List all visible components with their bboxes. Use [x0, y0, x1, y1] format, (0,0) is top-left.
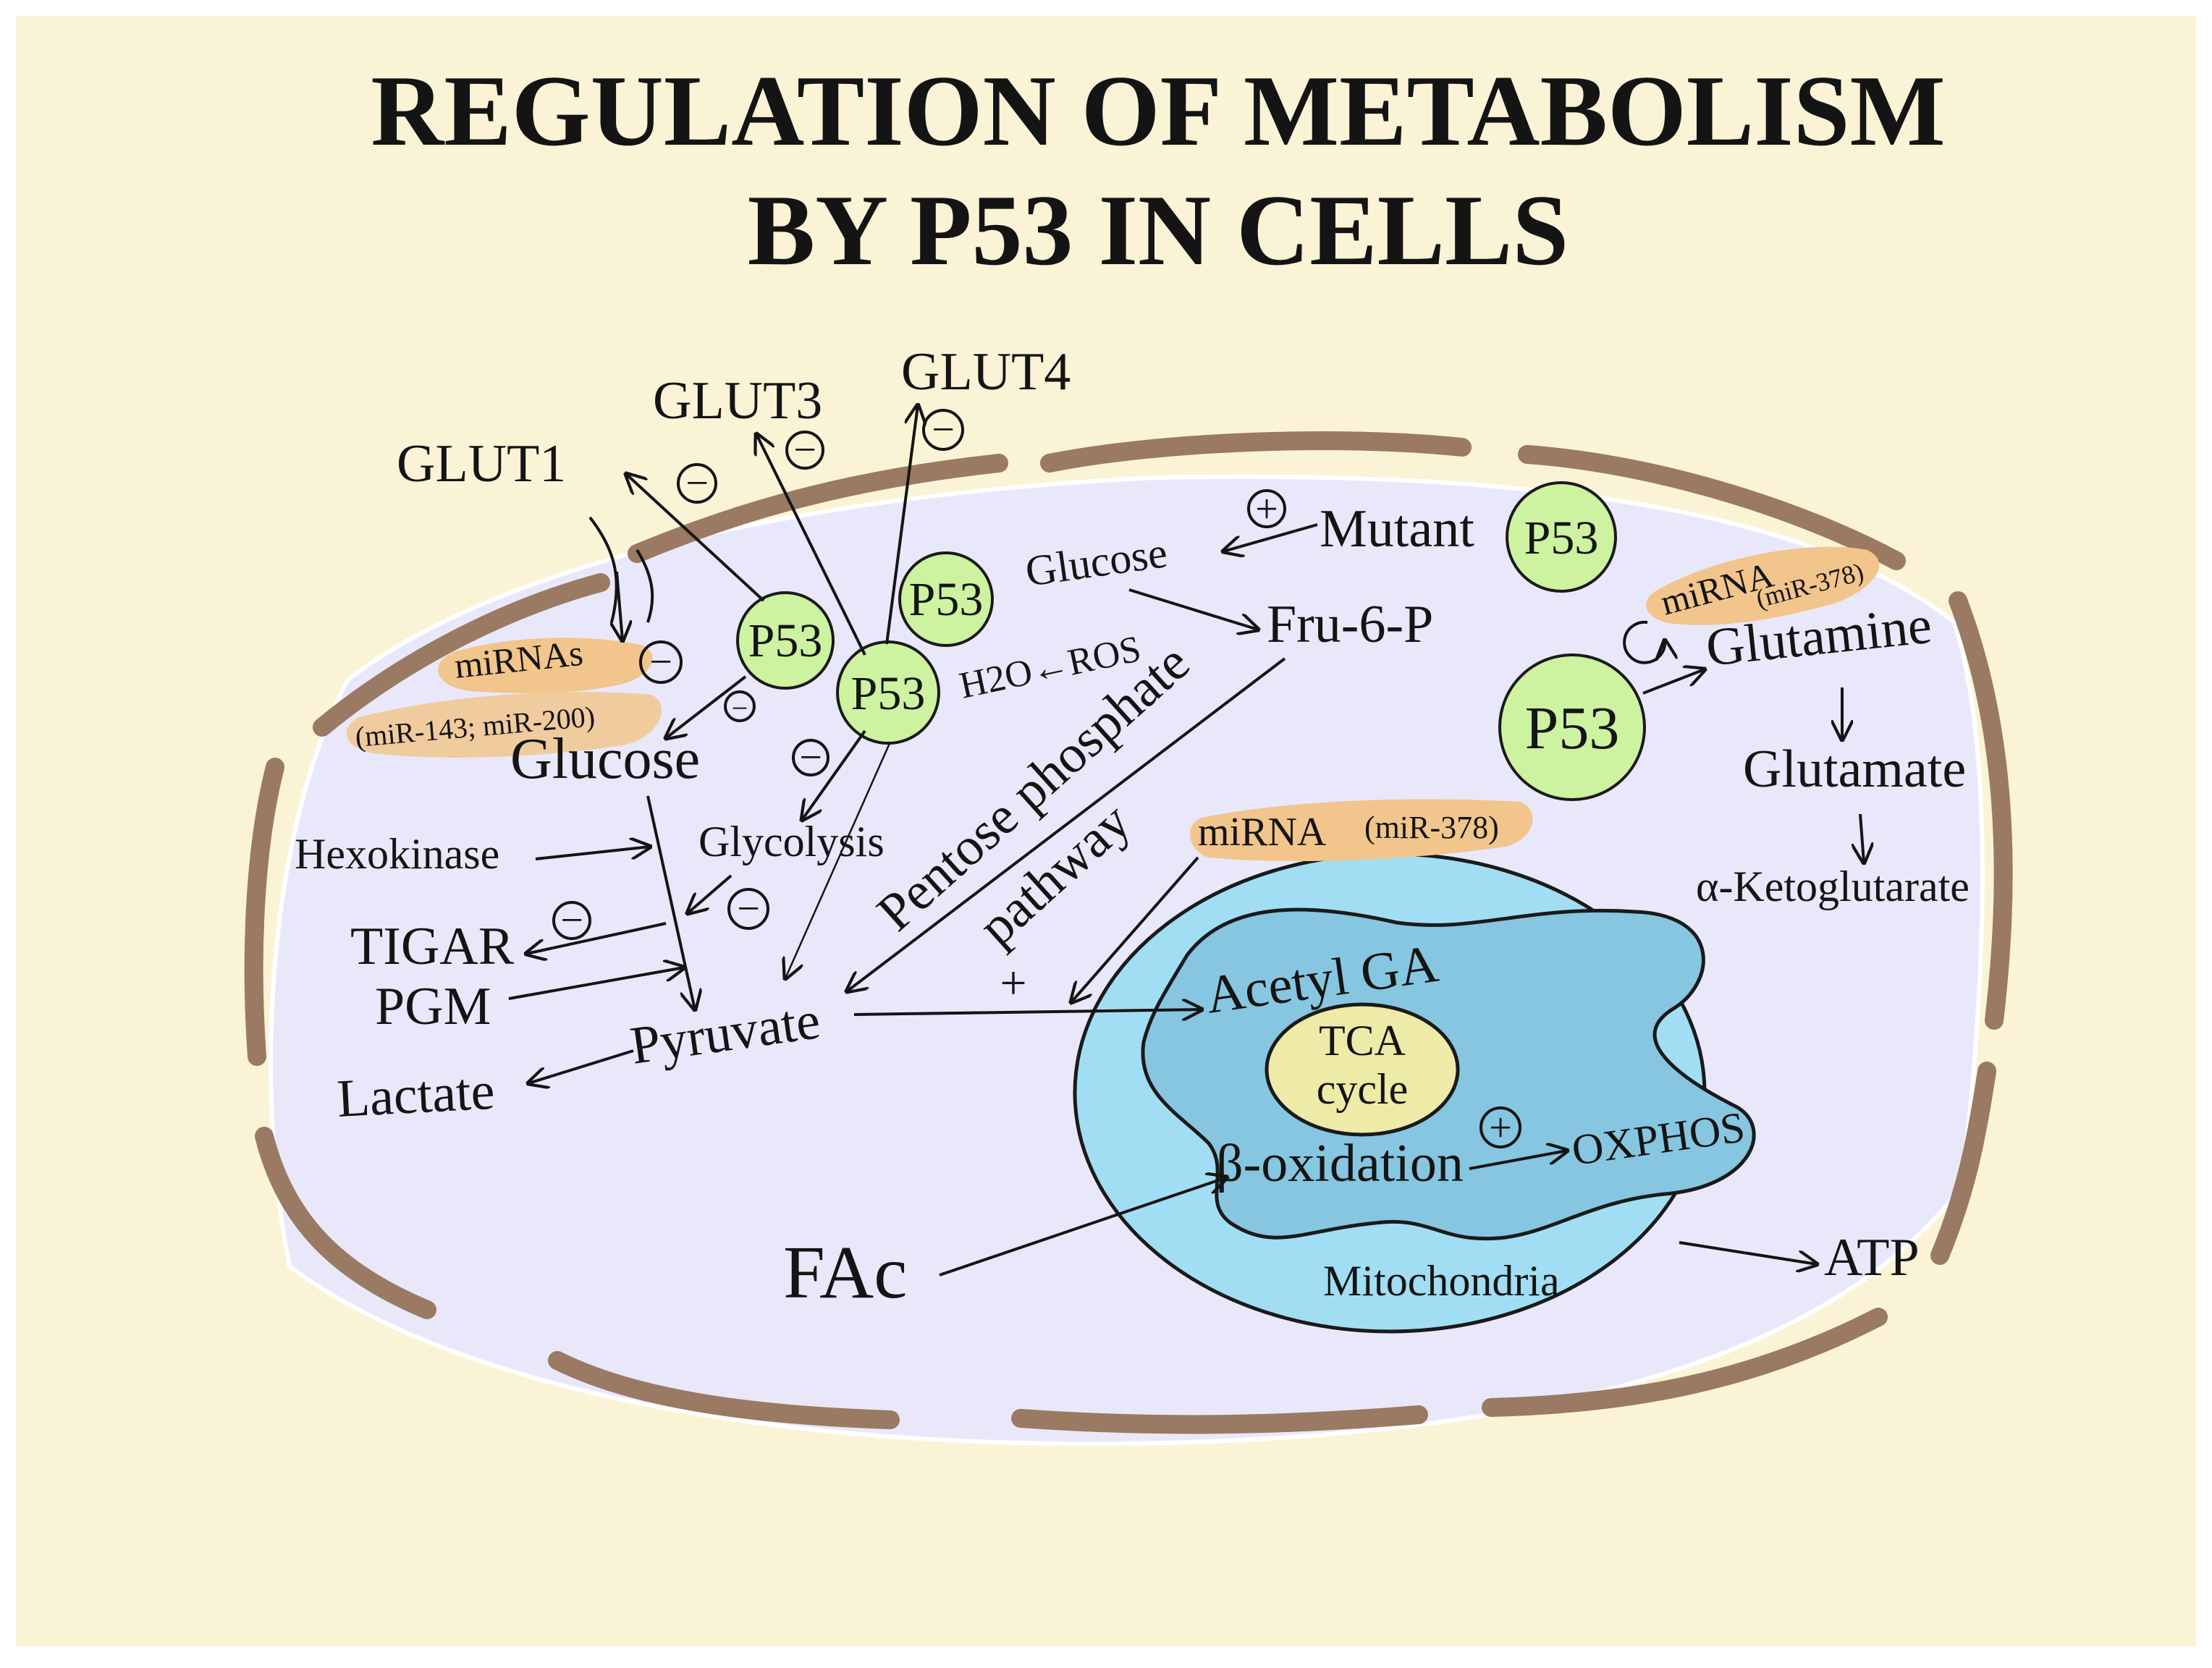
- akg-label: α-Ketoglutarate: [1696, 863, 1970, 910]
- title-line-2: BY P53 IN CELLS: [748, 174, 1569, 287]
- arrow-p53-glutamine: [1642, 669, 1705, 695]
- title-line-1: REGULATION OF METABOLISM: [371, 55, 1945, 167]
- tca-label-line1: TCA: [1319, 1017, 1406, 1064]
- tigar-label: TIGAR: [350, 917, 515, 976]
- arrow-glucose-fru6p: [1128, 588, 1258, 630]
- arrow-to-tigar: [526, 922, 667, 954]
- minus-circle: −: [552, 898, 591, 943]
- tca-cycle-circle: [1265, 1002, 1460, 1137]
- arrow-mutant-glucose: [1223, 523, 1318, 551]
- arrow-mirna-acetyl: [1071, 856, 1199, 1002]
- arrow-p53-glut1: [626, 474, 765, 602]
- svg-text:−: −: [737, 886, 760, 931]
- arrow-to-atp: [1679, 1241, 1817, 1264]
- arrow-pyruvate-lactate: [528, 1049, 634, 1083]
- minus-circle: −: [792, 735, 830, 780]
- p53-node-upper: P53: [898, 551, 994, 647]
- mitochondria-label: Mitochondria: [1323, 1257, 1560, 1305]
- arrow-fru6p-pyruvate: [847, 657, 1286, 991]
- cell-membrane: [244, 431, 2013, 1434]
- arrow-p53-pyruvate: [785, 741, 892, 978]
- p53-label: P53: [748, 614, 823, 667]
- arrow-p53-glut3: [756, 434, 866, 656]
- mirna-center-detail: (miR-378): [1364, 810, 1499, 845]
- arrows: [508, 405, 1864, 1277]
- p53-node-center: P53: [836, 640, 940, 745]
- lactate-label: Lactate: [336, 1062, 497, 1129]
- svg-text:−: −: [932, 407, 955, 452]
- mutant-label: Mutant: [1320, 499, 1474, 559]
- mirna-left-highlight: [438, 638, 653, 693]
- mirna-left-detail-highlight: [346, 692, 662, 758]
- mirna-inhibit-loop: [1623, 620, 1665, 664]
- plus-circle: +: [1479, 1106, 1521, 1151]
- minus-circle: −: [785, 428, 824, 473]
- pgm-label: PGM: [375, 977, 491, 1036]
- atp-label: ATP: [1824, 1228, 1920, 1287]
- glycolysis-label: Glycolysis: [698, 818, 885, 865]
- p53-node-mutant: P53: [1506, 481, 1617, 593]
- glutamate-label: Glutamate: [1743, 740, 1966, 799]
- glut4-label: GLUT4: [901, 342, 1071, 402]
- arrow-pyruvate-acetyl: [853, 1009, 1202, 1015]
- arrow-fac-beta-ox: [939, 1177, 1227, 1277]
- svg-text:−: −: [560, 898, 583, 943]
- minus-circle: −: [727, 886, 769, 931]
- glut1-label: GLUT1: [397, 434, 566, 494]
- beta-oxidation-label: β-oxidation: [1216, 1134, 1464, 1193]
- svg-text:−: −: [685, 461, 709, 506]
- p53-label: P53: [1525, 695, 1620, 762]
- arrow-glutamate-akg: [1860, 813, 1864, 863]
- svg-text:−: −: [793, 428, 816, 473]
- arrow-p53-glycolysis: [802, 729, 866, 820]
- glucose-main-label: Glucose: [510, 727, 700, 791]
- fac-label: FAc: [783, 1231, 907, 1314]
- arrow-hexokinase: [535, 847, 650, 860]
- plus-sign: +: [1000, 957, 1026, 1009]
- svg-text:+: +: [1489, 1106, 1512, 1151]
- arrow-beta-ox-oxphos: [1469, 1151, 1567, 1170]
- minus-circle: −: [922, 407, 964, 452]
- glut1-channel-right: [636, 549, 654, 623]
- hexokinase-label: Hexokinase: [295, 830, 499, 878]
- arrow-pgm: [508, 968, 684, 1000]
- mirna-center-highlight: [1189, 799, 1533, 861]
- p53-label: P53: [1524, 512, 1599, 564]
- svg-text:−: −: [649, 640, 672, 685]
- minus-circle: −: [639, 640, 683, 685]
- svg-text:−: −: [799, 735, 822, 780]
- svg-text:−: −: [732, 692, 748, 724]
- arrow-glut1-glucose: [617, 571, 622, 640]
- p53-node-glutamine: P53: [1498, 653, 1646, 801]
- fru6p-label: Fru-6-P: [1267, 595, 1433, 654]
- mirna-right-highlight: [1645, 546, 1880, 625]
- p53-label: P53: [909, 573, 984, 626]
- tca-label-line2: cycle: [1317, 1065, 1409, 1113]
- p53-node-left: P53: [736, 591, 835, 690]
- glut3-label: GLUT3: [653, 371, 822, 431]
- glut1-channel-left: [588, 516, 618, 623]
- plus-circle: +: [1247, 487, 1286, 532]
- p53-label: P53: [851, 667, 926, 720]
- mirna-center-label: miRNA: [1198, 810, 1327, 855]
- svg-text:+: +: [1255, 487, 1278, 532]
- minus-circle: −: [724, 690, 756, 724]
- minus-circle: −: [677, 461, 717, 506]
- arrow-p53-glut4: [885, 405, 918, 645]
- arrow-glycolysis-pyruvate: [688, 874, 733, 913]
- arrow-p53-glucose: [666, 675, 747, 738]
